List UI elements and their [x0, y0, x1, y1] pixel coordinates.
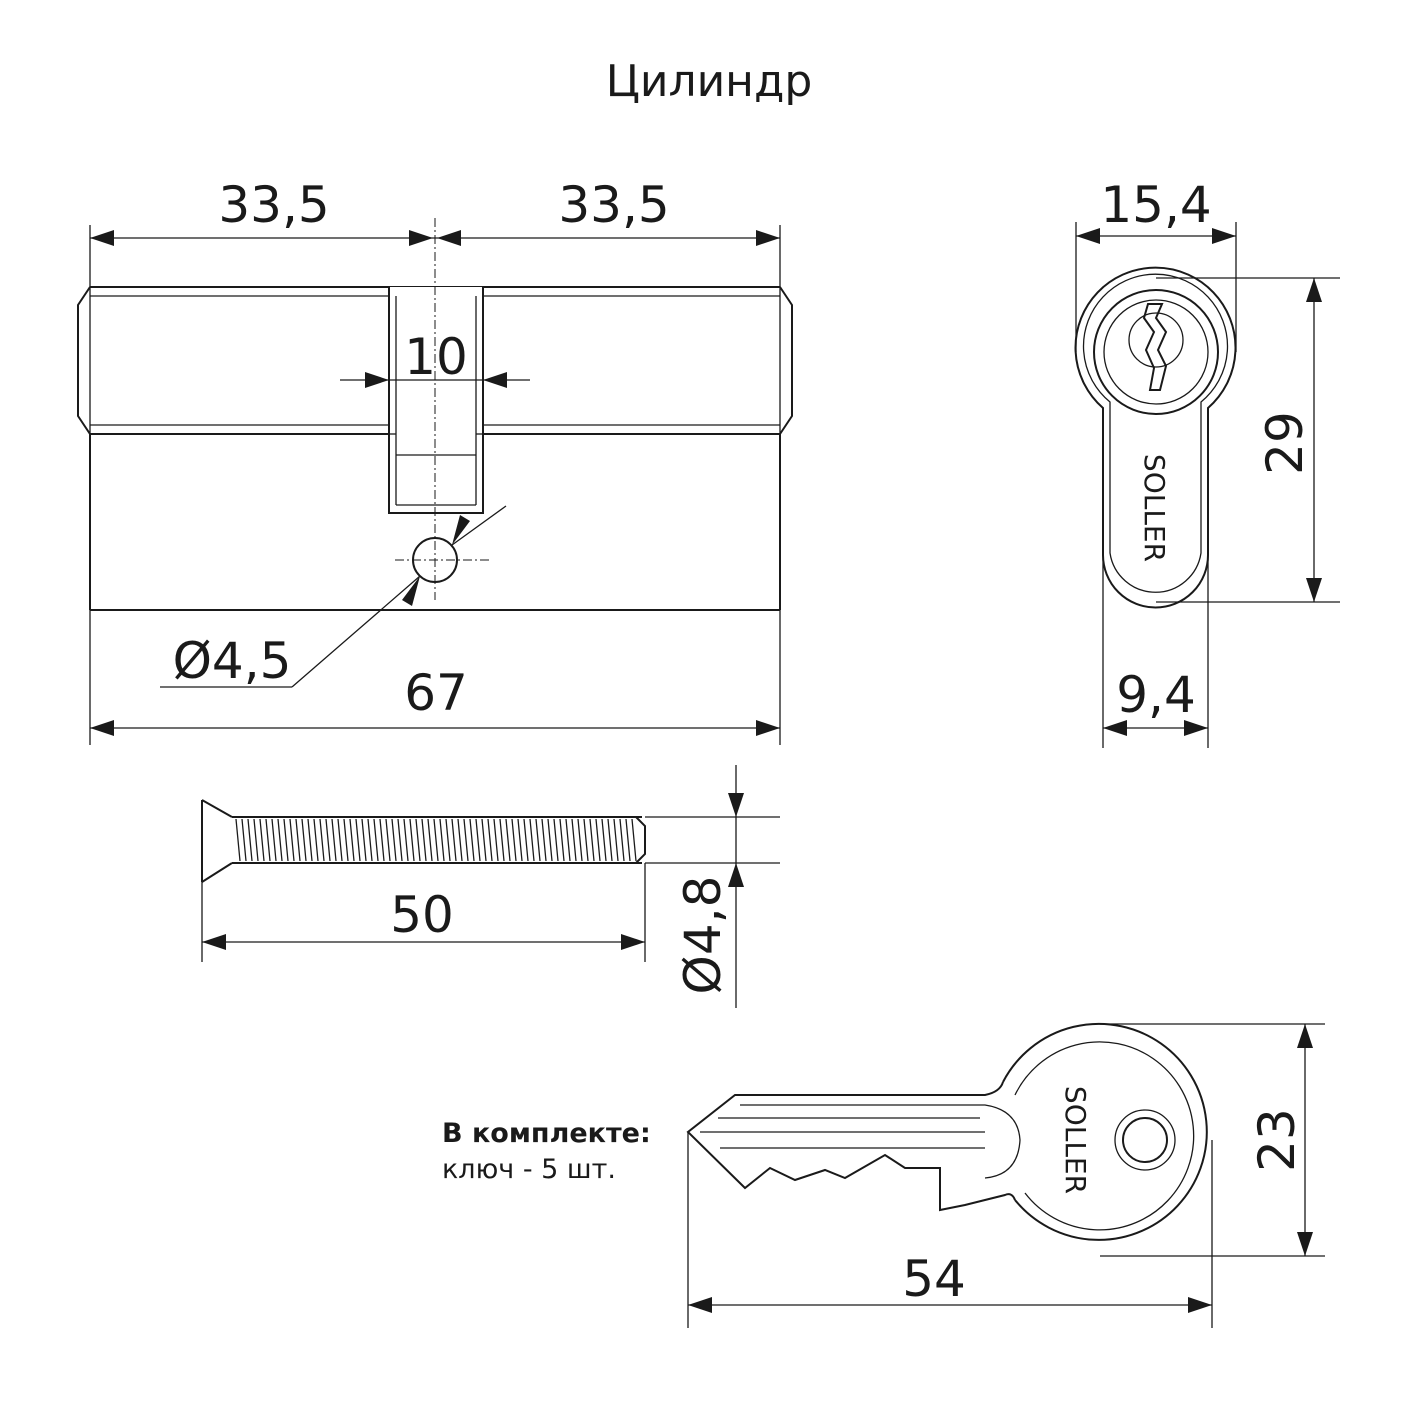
- dim-right-half: 33,5: [558, 176, 669, 234]
- dim-total-length: 67: [404, 664, 468, 722]
- dim-screw-length: 50: [390, 886, 454, 944]
- keyway: [1142, 303, 1168, 391]
- key-ring-hole: [1122, 1117, 1168, 1163]
- dim-front-bottom-width: 9,4: [1116, 666, 1196, 724]
- kit-note: В комплекте: ключ - 5 шт.: [442, 1118, 651, 1185]
- dim-key-length: 54: [902, 1250, 966, 1308]
- kit-note-heading: В комплекте:: [442, 1118, 651, 1149]
- key-bow: [1002, 1022, 1208, 1241]
- cam-slot: [388, 287, 484, 514]
- dim-front-height: 29: [1256, 411, 1314, 475]
- dim-screw-diameter: Ø4,8: [674, 876, 732, 995]
- kit-note-text: ключ - 5 шт.: [442, 1154, 616, 1185]
- profile-outline: [1074, 266, 1237, 609]
- dim-front-width: 15,4: [1100, 176, 1211, 234]
- page-title: Цилиндр: [606, 56, 813, 107]
- dim-cam-width: 10: [404, 328, 468, 386]
- screw: 50 Ø4,8: [201, 765, 780, 1008]
- key-blade: [686, 1081, 1016, 1212]
- screw-thread: [235, 818, 637, 862]
- cylinder-side-view: 33,5 33,5 10 Ø4,5 67: [77, 176, 793, 745]
- front-brand-label: SOLLER: [1138, 454, 1171, 562]
- dim-key-height: 23: [1248, 1108, 1306, 1172]
- cylinder-front-view: SOLLER 15,4 29 9,4: [1074, 176, 1340, 748]
- dim-left-half: 33,5: [218, 176, 329, 234]
- key-brand-label: SOLLER: [1059, 1086, 1092, 1194]
- dim-hole-diameter: Ø4,5: [173, 632, 292, 690]
- key: SOLLER 54 23: [686, 1022, 1325, 1328]
